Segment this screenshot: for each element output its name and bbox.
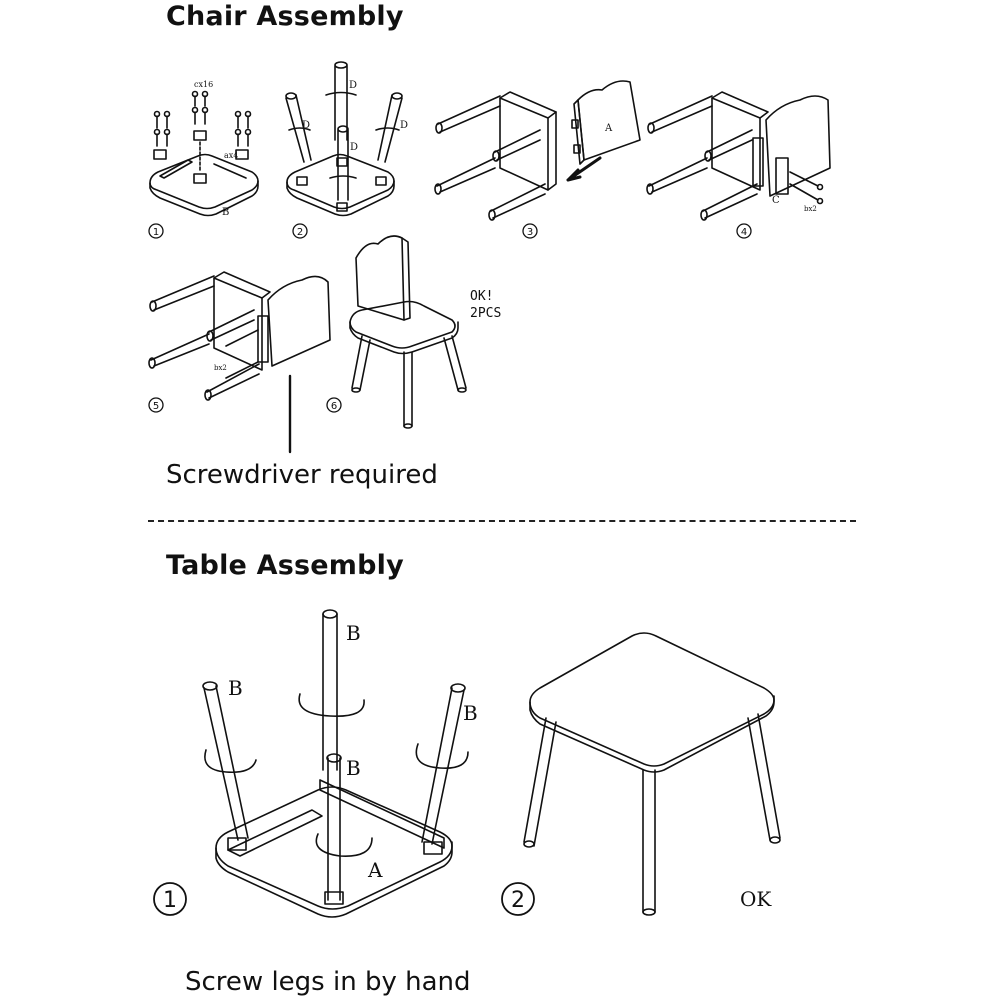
chair-step-6-illustration <box>349 235 467 429</box>
table-label-leg-left: B <box>228 676 243 700</box>
screw-icon <box>153 90 252 173</box>
section-divider <box>148 520 856 522</box>
label-bracket: C <box>772 195 780 206</box>
chair-step-3-illustration <box>434 80 641 221</box>
svg-text:1: 1 <box>163 888 177 913</box>
table-label-leg-inner: B <box>346 756 361 780</box>
chair-step-badge-4: 4 <box>736 223 752 239</box>
svg-text:3: 3 <box>527 227 533 238</box>
label-leg-d-inner: D <box>350 142 358 153</box>
table-ok-text: OK <box>740 887 772 911</box>
label-bolts-count: ax4 <box>224 151 238 160</box>
label-screws-count: cx16 <box>194 80 213 89</box>
insert-arrow-icon <box>566 156 602 182</box>
table-step-1-illustration <box>202 609 469 918</box>
chair-assembly-heading: Chair Assembly <box>166 1 404 32</box>
table-label-top: A <box>367 858 383 882</box>
chair-step-1-illustration <box>149 90 259 217</box>
table-label-leg-center: B <box>346 621 361 645</box>
label-leg-d-left: D <box>302 120 310 131</box>
chair-ok-text: OK! <box>470 289 493 304</box>
label-seat: B <box>222 207 229 218</box>
svg-text:1: 1 <box>153 227 159 238</box>
table-step-badge-2: 2 <box>501 882 535 916</box>
chair-step-2-illustration <box>285 61 403 217</box>
chair-step-badge-2: 2 <box>292 223 308 239</box>
chair-pieces-text: 2PCS <box>470 306 501 321</box>
chair-step-5-illustration <box>148 271 331 454</box>
svg-text:2: 2 <box>297 227 303 238</box>
screw-legs-by-hand-caption: Screw legs in by hand <box>185 967 471 997</box>
label-leg-d-center: D <box>349 80 357 91</box>
screwdriver-required-caption: Screwdriver required <box>166 460 438 490</box>
svg-text:4: 4 <box>741 227 747 238</box>
chair-step-badge-3: 3 <box>522 223 538 239</box>
svg-text:2: 2 <box>511 888 525 913</box>
svg-text:5: 5 <box>153 401 159 412</box>
label-back: A <box>604 123 613 134</box>
table-label-leg-right: B <box>463 701 478 725</box>
rotate-arrow-icon <box>204 693 469 857</box>
chair-step-badge-6: 6 <box>326 397 342 413</box>
label-leg-d-right: D <box>400 120 408 131</box>
rotate-arrow-icon <box>288 91 400 179</box>
label-bx2-step5: bx2 <box>214 364 227 372</box>
table-assembly-heading: Table Assembly <box>166 550 404 581</box>
chair-step-badge-5: 5 <box>148 397 164 413</box>
chair-step-badge-1: 1 <box>148 223 164 239</box>
svg-text:6: 6 <box>331 401 337 412</box>
chair-step-4-illustration <box>646 91 831 221</box>
table-step-badge-1: 1 <box>153 882 187 916</box>
table-step-2-illustration <box>523 632 781 916</box>
label-bx2-step4: bx2 <box>804 205 817 213</box>
